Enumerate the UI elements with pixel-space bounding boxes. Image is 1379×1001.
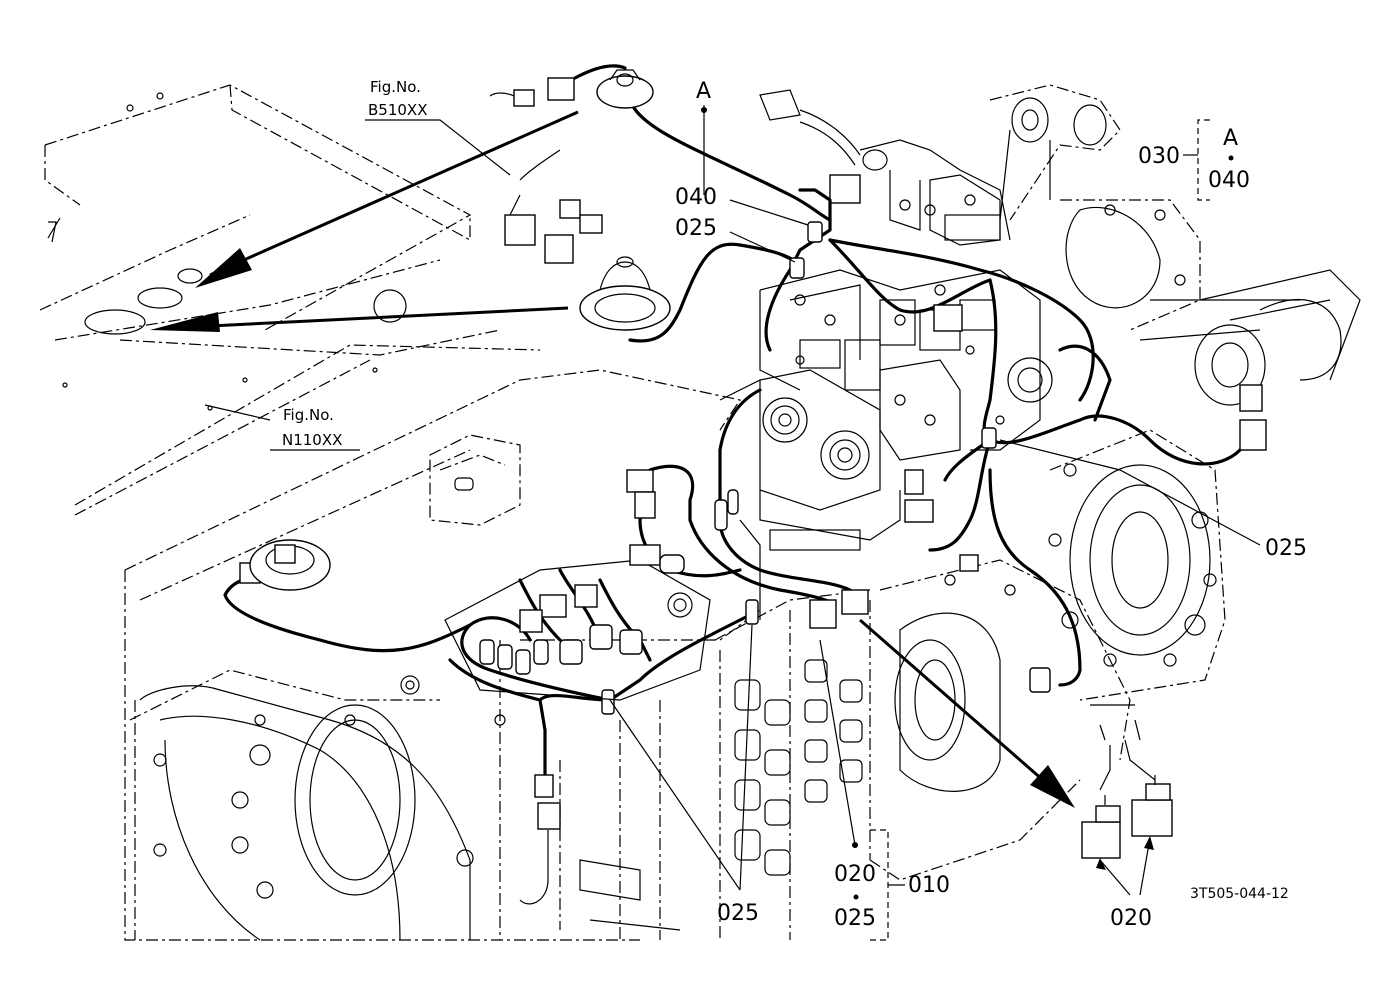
housing-ribs <box>734 659 863 876</box>
connectors <box>239 77 1267 905</box>
cab-floor-panel <box>39 84 541 516</box>
callout-025-left: 025 <box>675 216 717 241</box>
callout-bracket-a: A <box>1223 126 1238 151</box>
rotary-sensor <box>249 539 331 591</box>
fig-ref-label: Fig.No. <box>370 78 421 96</box>
pointer-arrows <box>150 110 1075 808</box>
drawing-code: 3T505-044-12 <box>1190 886 1289 902</box>
callout-030: 030 <box>1138 144 1180 169</box>
callout-025-right: 025 <box>1265 536 1307 561</box>
fig-ref-number: N110XX <box>282 431 342 449</box>
leader-lines <box>204 105 1261 941</box>
callout-025-mid: 025 <box>834 906 876 931</box>
callout-010: 010 <box>908 873 950 898</box>
hydraulic-valve-block <box>719 269 1053 620</box>
figure-ref-n110: Fig.No. N110XX <box>282 406 342 449</box>
figure-ref-b510: Fig.No. B510XX <box>368 78 427 119</box>
callout-040: 040 <box>675 185 717 210</box>
rear-axle-case <box>869 429 1226 881</box>
fig-ref-label: Fig.No. <box>283 406 334 424</box>
callout-020-mid: 020 <box>834 862 876 887</box>
callout-a-top: A <box>696 79 711 104</box>
clamps <box>601 221 1051 715</box>
wire-harness <box>223 64 1242 777</box>
lift-arms <box>989 84 1361 406</box>
callout-025-bottom: 025 <box>717 901 759 926</box>
fig-ref-number: B510XX <box>368 101 427 119</box>
grommets <box>579 69 671 331</box>
callout-bracket-040: 040 <box>1208 168 1250 193</box>
lift-sensor-assembly <box>759 89 1011 246</box>
transmission-housing <box>124 369 871 941</box>
callout-020-right: 020 <box>1110 906 1152 931</box>
solenoid-cluster <box>444 544 711 701</box>
exploded-connectors <box>1081 704 1173 859</box>
